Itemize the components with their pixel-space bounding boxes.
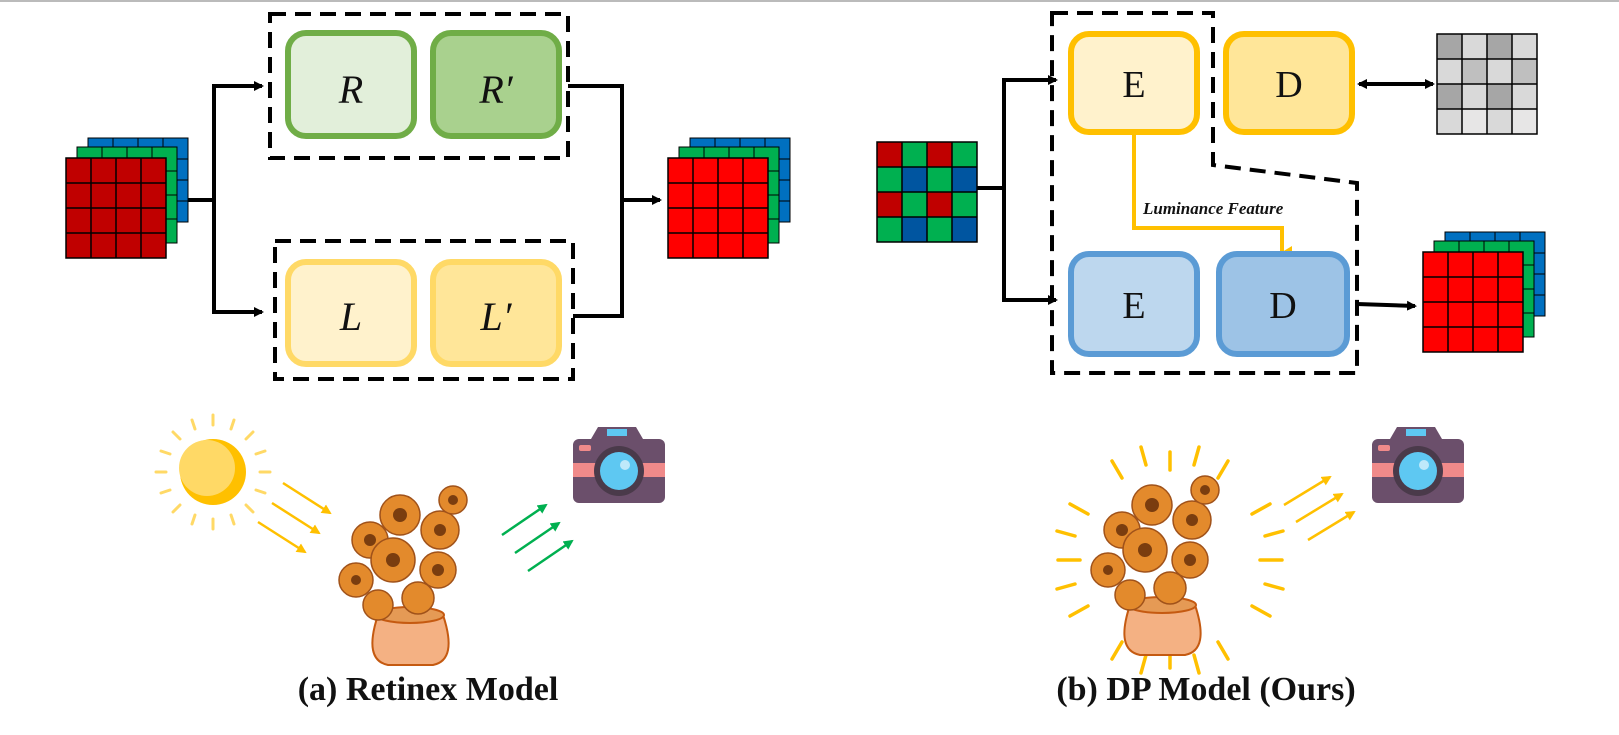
reflectance-in-box: R bbox=[285, 30, 417, 139]
sunflower-vase-icon bbox=[1090, 475, 1220, 656]
luma-decoder-box: D bbox=[1223, 31, 1355, 135]
camera-icon bbox=[1372, 427, 1464, 503]
sun-icon bbox=[154, 413, 272, 531]
illumination-group bbox=[273, 239, 575, 381]
incident-light-rays bbox=[257, 481, 332, 554]
raw-decoder-box: D bbox=[1216, 251, 1350, 357]
emitted-light-rays bbox=[1283, 475, 1356, 542]
luminance-feature-label: Luminance Feature bbox=[1142, 199, 1284, 218]
bayer-raw-grid-icon bbox=[876, 141, 978, 243]
luminance-feature-arrow bbox=[1132, 135, 1292, 258]
rgb-image-stack-icon bbox=[667, 137, 791, 259]
luma-encoder-box: E bbox=[1068, 31, 1200, 135]
reflectance-out-label: R′ bbox=[478, 67, 513, 112]
camera-icon bbox=[573, 427, 665, 503]
panel-a: R R′ L L′ bbox=[65, 12, 791, 708]
sunflower-vase-icon bbox=[338, 485, 468, 666]
reflected-light-rays bbox=[501, 503, 574, 573]
caption-b: (b) DP Model (Ours) bbox=[1056, 671, 1355, 708]
panel-b: E D Luminance Feature E bbox=[876, 11, 1546, 708]
rgb-image-stack-icon bbox=[1422, 231, 1546, 353]
split-arrows bbox=[188, 81, 264, 317]
luma-encoder-label: E bbox=[1122, 64, 1145, 106]
illumination-out-label: L′ bbox=[480, 294, 513, 339]
raw-output-arrow bbox=[1356, 300, 1417, 311]
raw-encoder-label: E bbox=[1122, 285, 1145, 327]
raw-encoder-box: E bbox=[1068, 251, 1200, 357]
illumination-out-box: L′ bbox=[430, 259, 562, 367]
split-arrows-b bbox=[977, 75, 1058, 305]
gray-grid-icon bbox=[1436, 33, 1538, 135]
luma-decoder-label: D bbox=[1275, 64, 1302, 106]
reflectance-out-box: R′ bbox=[430, 30, 562, 139]
merge-arrows bbox=[568, 84, 662, 318]
raw-decoder-label: D bbox=[1269, 285, 1296, 327]
rgb-image-stack-icon bbox=[65, 137, 189, 259]
reflectance-group bbox=[268, 12, 570, 160]
dp-model-group bbox=[1050, 11, 1359, 375]
reflectance-in-label: R bbox=[338, 67, 363, 112]
illumination-in-label: L bbox=[339, 294, 362, 339]
caption-a: (a) Retinex Model bbox=[298, 671, 559, 708]
illumination-in-box: L bbox=[285, 259, 417, 367]
